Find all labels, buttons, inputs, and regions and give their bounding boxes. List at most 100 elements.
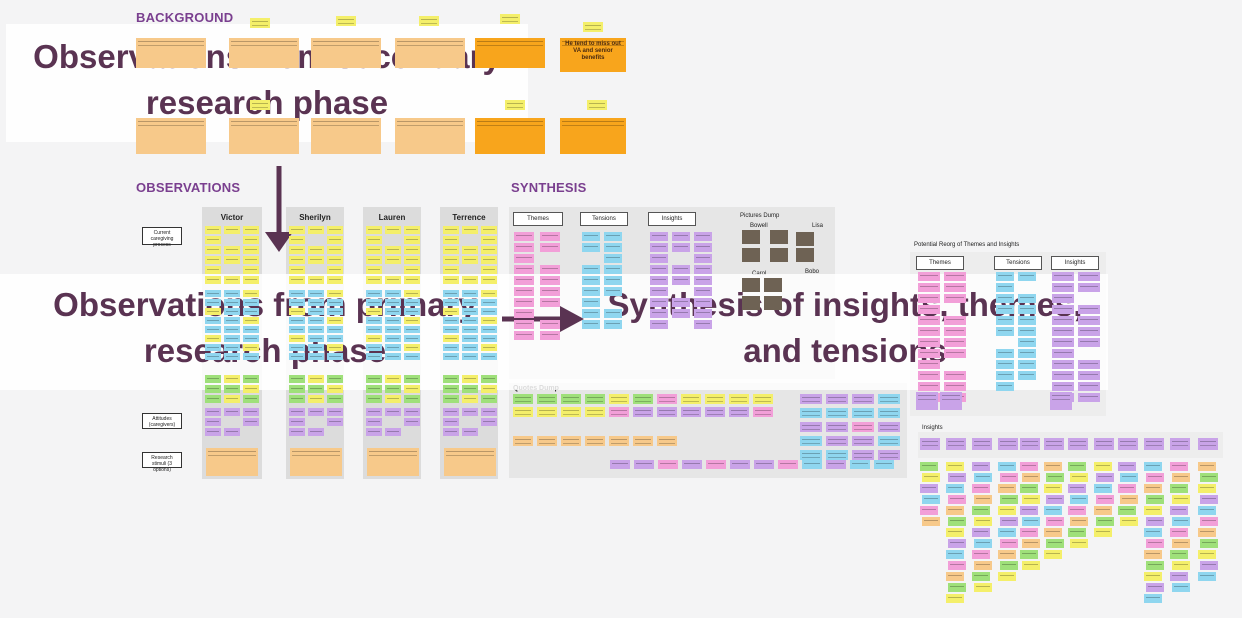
- observation-sticky: [481, 385, 497, 393]
- photo-thumbnail: [796, 248, 814, 262]
- insight-detail-sticky: [1022, 561, 1040, 570]
- quote-sticky: [513, 407, 533, 417]
- research-stimuli-note: [290, 448, 342, 476]
- quote-sticky: [826, 394, 848, 404]
- background-tag: [250, 18, 270, 28]
- row-label-research-stimuli: Research stimuli (3 options): [142, 452, 182, 473]
- observation-sticky: [481, 290, 497, 297]
- reorg-theme-sticky: [918, 283, 940, 292]
- observation-sticky: [243, 290, 259, 297]
- observation-sticky: [224, 276, 240, 284]
- observation-sticky: [289, 428, 305, 436]
- background-tag: [500, 14, 520, 24]
- quote-sticky: [802, 460, 822, 469]
- insight-sticky: [672, 232, 690, 241]
- observation-sticky: [404, 395, 420, 403]
- observation-sticky: [404, 276, 420, 284]
- observation-sticky: [224, 408, 240, 416]
- insight-detail-sticky: [1094, 484, 1112, 493]
- observation-sticky: [224, 299, 240, 306]
- insight-detail-sticky: [1020, 506, 1038, 515]
- insight-sticky: [672, 265, 690, 274]
- observation-sticky: [224, 385, 240, 393]
- observation-sticky: [443, 236, 459, 244]
- observation-sticky: [443, 385, 459, 393]
- observation-sticky: [443, 256, 459, 264]
- insight-detail-sticky: [1000, 561, 1018, 570]
- tension-sticky: [582, 309, 600, 318]
- insight-detail-sticky: [1170, 572, 1188, 581]
- insight-detail-sticky: [1170, 506, 1188, 515]
- synthesis-box-themes: Themes: [513, 212, 563, 226]
- quote-sticky: [585, 436, 605, 446]
- insight-detail-sticky: [946, 506, 964, 515]
- observation-sticky: [462, 353, 478, 360]
- reorg-tension-sticky: [1018, 327, 1036, 336]
- observation-sticky: [327, 276, 343, 284]
- participant-name: Terrence: [452, 213, 486, 222]
- insight-detail-sticky: [1094, 506, 1112, 515]
- observation-sticky: [308, 256, 324, 264]
- insight-detail-sticky: [1144, 550, 1162, 559]
- observation-sticky: [366, 326, 382, 333]
- quote-sticky: [826, 422, 848, 432]
- insight-sticky: [650, 232, 668, 241]
- observation-sticky: [205, 326, 221, 333]
- reorg-theme-sticky: [944, 371, 966, 380]
- observation-sticky: [205, 256, 221, 264]
- insight-detail-sticky: [922, 517, 940, 526]
- quote-sticky: [634, 460, 654, 469]
- reorg-tension-sticky: [996, 382, 1014, 391]
- quote-sticky: [800, 436, 822, 446]
- reorg-insight-sticky: [1052, 294, 1074, 303]
- observation-sticky: [224, 375, 240, 383]
- observation-sticky: [327, 226, 343, 234]
- observation-sticky: [385, 246, 401, 254]
- reorg-theme-sticky: [944, 327, 966, 336]
- quote-sticky: [706, 460, 726, 469]
- insight-detail-sticky: [1044, 462, 1062, 471]
- insight-detail-sticky: [922, 495, 940, 504]
- background-card-strong: [560, 38, 626, 72]
- reorg-insight-sticky: [1078, 338, 1100, 347]
- quote-sticky: [585, 394, 605, 404]
- background-tag: [419, 16, 439, 26]
- observation-sticky: [481, 236, 497, 244]
- observation-sticky: [308, 226, 324, 234]
- reorg-theme-sticky: [944, 316, 966, 325]
- quote-sticky: [852, 422, 874, 432]
- reorg-insight-sticky: [1052, 371, 1074, 380]
- insight-detail-sticky: [1022, 473, 1040, 482]
- tension-sticky: [604, 232, 622, 241]
- insight-header-sticky: [920, 438, 940, 450]
- observation-sticky: [289, 236, 305, 244]
- observation-sticky: [327, 290, 343, 297]
- quote-sticky: [729, 394, 749, 404]
- quote-sticky: [681, 394, 701, 404]
- observation-sticky: [327, 408, 343, 416]
- observation-sticky: [327, 317, 343, 324]
- insight-detail-sticky: [974, 539, 992, 548]
- quote-sticky: [658, 460, 678, 469]
- observation-sticky: [443, 276, 459, 284]
- observation-sticky: [385, 428, 401, 436]
- background-tag: [336, 16, 356, 26]
- insight-detail-sticky: [1096, 495, 1114, 504]
- observation-sticky: [205, 276, 221, 284]
- observation-sticky: [243, 236, 259, 244]
- observation-sticky: [404, 226, 420, 234]
- insight-detail-sticky: [998, 506, 1016, 515]
- observation-sticky: [385, 256, 401, 264]
- quote-sticky: [826, 450, 848, 460]
- reorg-insight-sticky: [1052, 327, 1074, 336]
- observation-sticky: [366, 236, 382, 244]
- theme-sticky: [514, 243, 534, 252]
- reorg-theme-sticky: [918, 360, 940, 369]
- insight-detail-sticky: [1044, 528, 1062, 537]
- insight-detail-sticky: [1144, 572, 1162, 581]
- observation-sticky: [205, 236, 221, 244]
- quote-sticky: [705, 407, 725, 417]
- insight-detail-sticky: [972, 528, 990, 537]
- insight-detail-sticky: [920, 484, 938, 493]
- reorg-theme-sticky: [944, 272, 966, 281]
